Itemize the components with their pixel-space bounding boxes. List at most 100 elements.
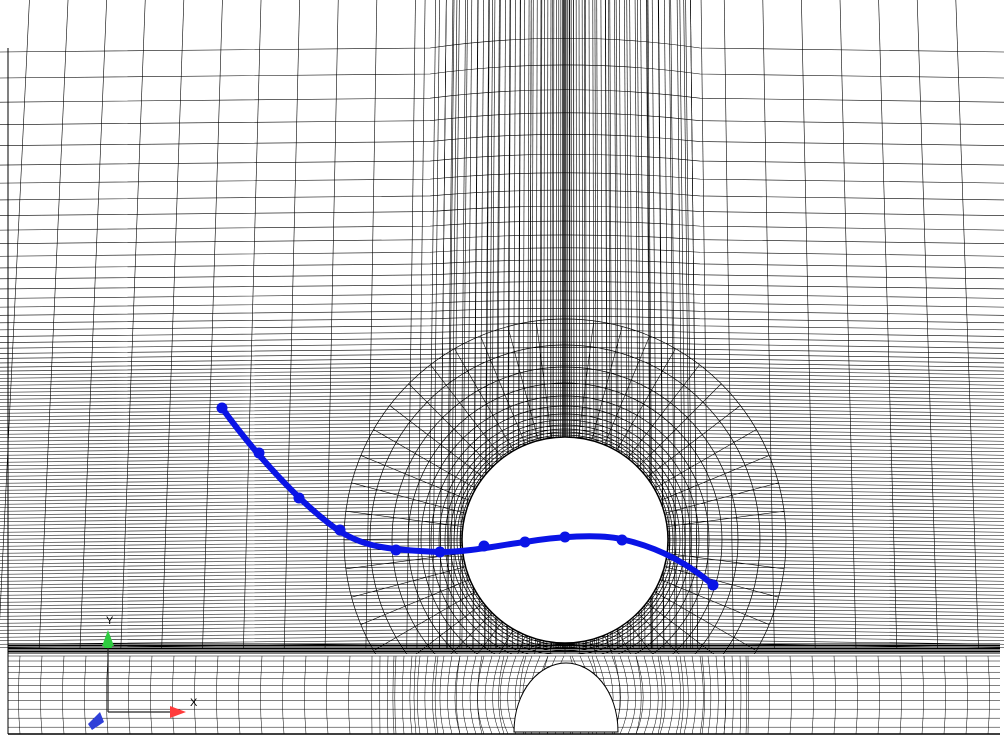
ogrid-spoke: [660, 455, 770, 501]
ogrid-spoke: [360, 455, 470, 501]
ground-mesh-vertical: [679, 655, 684, 735]
mesh-line: [839, 0, 857, 649]
mesh-line: [324, 0, 339, 649]
ground-mesh-vertical: [128, 655, 131, 735]
mesh-line: [0, 112, 1004, 125]
ground-mesh-vertical: [484, 655, 493, 735]
ground-mesh-vertical: [619, 655, 629, 735]
ogrid-spoke: [507, 326, 539, 441]
ground-mesh-vertical: [745, 655, 748, 735]
ground-mesh-vertical: [172, 655, 175, 735]
curve-control-point[interactable]: [519, 536, 531, 548]
ground-mesh-vertical: [394, 655, 397, 735]
ground-mesh-vertical: [417, 655, 421, 735]
trajectory-path[interactable]: [219, 405, 716, 588]
ogrid-spoke: [654, 429, 757, 489]
ground-mesh-vertical: [715, 655, 719, 735]
ground-mesh-vertical: [462, 655, 469, 735]
mesh-line: [0, 270, 1004, 280]
ogrid-spoke: [373, 429, 476, 489]
ground-mesh-vertical: [723, 655, 727, 735]
ground-mesh-vertical: [811, 655, 814, 735]
curve-control-point[interactable]: [253, 447, 265, 459]
mesh-line: [0, 234, 1004, 244]
ground-mesh-vertical: [387, 655, 389, 735]
ogrid-spoke: [430, 364, 503, 459]
mesh-line: [916, 0, 938, 649]
ground-mesh-vertical: [657, 655, 663, 735]
axis-triad: Y X: [88, 615, 198, 730]
ground-boundary-layer-mesh: [7, 48, 1000, 735]
ground-mesh-vertical: [424, 655, 429, 735]
ground-mesh-vertical: [683, 655, 689, 735]
mesh-line: [878, 0, 898, 649]
ogrid-spoke: [373, 591, 476, 651]
ogrid-spoke: [637, 383, 722, 468]
ogrid-spoke: [667, 553, 785, 570]
curve-control-point[interactable]: [293, 492, 305, 504]
ground-mesh-vertical: [409, 655, 413, 735]
ogrid-spoke: [578, 320, 595, 438]
mesh-line: [0, 308, 1004, 316]
curve-control-point[interactable]: [616, 534, 628, 546]
triad-y-label: Y: [106, 615, 114, 627]
ground-mesh-vertical: [789, 655, 792, 735]
ground-mesh-vertical: [643, 655, 651, 735]
ground-mesh-vertical: [40, 655, 43, 735]
ogrid-spoke: [389, 405, 484, 478]
mesh-line: [0, 281, 1004, 290]
triad-x-label: X: [190, 697, 198, 709]
ogrid-spoke: [351, 566, 466, 598]
mesh-line: [0, 37, 1004, 53]
ogrid-spoke: [646, 405, 741, 478]
ogrid-spoke: [535, 320, 552, 438]
curve-control-point[interactable]: [707, 579, 719, 591]
ground-mesh-vertical: [707, 655, 712, 735]
ground-mesh-vertical: [348, 655, 351, 735]
ground-mesh-vertical: [651, 655, 659, 735]
ground-mesh-vertical: [965, 655, 968, 735]
ground-mesh-vertical: [855, 655, 858, 735]
ground-mesh-vertical: [635, 655, 642, 735]
ground-mesh-vertical: [304, 655, 307, 735]
mesh-line: [0, 172, 1004, 184]
ogrid-spoke: [351, 482, 466, 514]
curve-control-point[interactable]: [434, 546, 446, 558]
ogrid-spoke: [480, 335, 526, 445]
ogrid-spoke: [408, 383, 493, 468]
ground-mesh-vertical: [282, 655, 285, 735]
curve-control-point[interactable]: [390, 544, 402, 556]
ogrid-spoke: [664, 566, 779, 598]
ground-mesh-vertical: [943, 655, 946, 735]
ground-mesh-vertical: [701, 655, 705, 735]
ground-mesh-vertical: [402, 655, 405, 735]
ground-mesh-vertical: [477, 655, 485, 735]
curve-control-point[interactable]: [216, 402, 228, 414]
curve-control-point[interactable]: [559, 531, 571, 543]
ground-mesh-vertical: [434, 655, 439, 735]
ground-mesh-vertical: [921, 655, 924, 735]
ground-mesh-vertical: [238, 655, 241, 735]
ground-mesh-vertical: [499, 655, 509, 735]
mesh-line: [79, 0, 107, 649]
ground-mesh-vertical: [469, 655, 477, 735]
triad-z-arrow-icon: [88, 712, 104, 730]
curve-control-point[interactable]: [478, 540, 490, 552]
mesh-line: [0, 134, 1004, 146]
ground-mesh-vertical: [899, 655, 902, 735]
trajectory-curve[interactable]: [216, 402, 719, 591]
mesh-line: [0, 0, 30, 620]
ground-mesh-vertical: [987, 655, 990, 735]
ogrid-spoke: [360, 579, 470, 625]
ground-mesh-vertical: [413, 655, 417, 735]
mesh-line: [120, 0, 146, 649]
mesh-line: [0, 259, 1004, 269]
ground-mesh-vertical: [456, 655, 461, 735]
ground-mesh-vertical: [767, 655, 770, 735]
ground-mesh-vertical: [507, 655, 517, 735]
ogrid-spoke: [604, 335, 650, 445]
mesh-line: [0, 89, 1004, 103]
curve-control-point[interactable]: [334, 524, 346, 536]
